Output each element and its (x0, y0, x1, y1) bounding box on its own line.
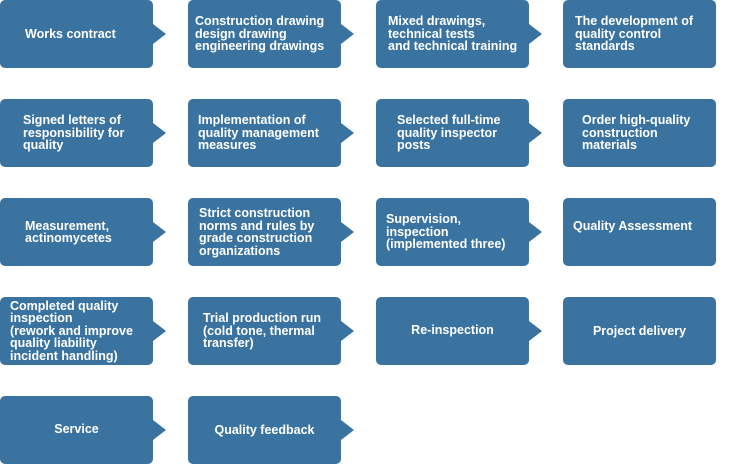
step-label: Re-inspection (411, 323, 494, 337)
right-arrow-icon (153, 24, 166, 44)
right-arrow-icon (341, 123, 354, 143)
step-service: Service (0, 396, 166, 464)
right-arrow-icon (153, 222, 166, 242)
step-box: Order high-quality construction material… (563, 99, 716, 167)
step-quality-feedback: Quality feedback (188, 396, 354, 464)
step-box: Quality feedback (188, 396, 341, 464)
step-box: Quality Assessment (563, 198, 716, 266)
right-arrow-icon (529, 321, 542, 341)
step-quality-management-measures: Implementation of quality management mea… (188, 99, 354, 167)
right-arrow-icon (341, 24, 354, 44)
step-box: Completed quality inspection (rework and… (0, 297, 153, 365)
step-label: Order high-quality construction material… (582, 113, 691, 153)
step-box: Measurement, actinomycetes (0, 198, 153, 266)
right-arrow-icon (153, 321, 166, 341)
step-measurement: Measurement, actinomycetes (0, 198, 166, 266)
step-trial-production-run: Trial production run (cold tone, thermal… (188, 297, 354, 365)
step-label: Measurement, actinomycetes (25, 218, 112, 245)
step-label: Works contract (25, 26, 116, 41)
step-mixed-drawings: Mixed drawings, technical tests and tech… (376, 0, 542, 68)
step-label: Quality feedback (214, 422, 315, 437)
step-box: Supervision, inspection (implemented thr… (376, 198, 529, 266)
step-supervision-inspection: Supervision, inspection (implemented thr… (376, 198, 542, 266)
step-signed-letters: Signed letters of responsibility for qua… (0, 99, 166, 167)
step-box: The development of quality control stand… (563, 0, 716, 68)
step-quality-assessment: Quality Assessment (563, 198, 716, 266)
right-arrow-icon (341, 321, 354, 341)
step-project-delivery: Project delivery (563, 297, 716, 365)
step-completed-quality-inspection: Completed quality inspection (rework and… (0, 297, 166, 365)
step-label: Project delivery (592, 323, 687, 338)
step-label: Completed quality inspection (rework and… (10, 298, 133, 363)
step-label: Quality Assessment (573, 219, 693, 233)
step-label: Supervision, inspection (implemented thr… (386, 212, 506, 252)
right-arrow-icon (529, 24, 542, 44)
step-label: Strict construction norms and rules by g… (199, 206, 315, 258)
step-re-inspection: Re-inspection (376, 297, 542, 365)
step-box: Implementation of quality management mea… (188, 99, 341, 167)
step-label: Service (54, 422, 99, 436)
step-label: The development of quality control stand… (575, 14, 694, 54)
step-box: Mixed drawings, technical tests and tech… (376, 0, 529, 68)
right-arrow-icon (153, 123, 166, 143)
step-label: Selected full-time quality inspector pos… (397, 113, 501, 153)
right-arrow-icon (529, 123, 542, 143)
step-box: Trial production run (cold tone, thermal… (188, 297, 341, 365)
step-box: Project delivery (563, 297, 716, 365)
step-label: Trial production run (cold tone, thermal… (203, 311, 322, 351)
step-box: Re-inspection (376, 297, 529, 365)
step-construction-materials: Order high-quality construction material… (563, 99, 716, 167)
step-quality-control-standards: The development of quality control stand… (563, 0, 716, 68)
step-box: Service (0, 396, 153, 464)
step-box: Works contract (0, 0, 153, 68)
step-label: Implementation of quality management mea… (198, 113, 319, 153)
step-box: Selected full-time quality inspector pos… (376, 99, 529, 167)
step-works-contract: Works contract (0, 0, 166, 68)
right-arrow-icon (341, 222, 354, 242)
step-box: Construction drawing design drawing engi… (188, 0, 341, 68)
right-arrow-icon (341, 420, 354, 440)
step-label: Construction drawing design drawing engi… (195, 14, 325, 54)
step-box: Signed letters of responsibility for qua… (0, 99, 153, 167)
right-arrow-icon (153, 420, 166, 440)
step-label: Signed letters of responsibility for qua… (23, 113, 125, 153)
step-box: Strict construction norms and rules by g… (188, 198, 341, 266)
step-quality-inspector-posts: Selected full-time quality inspector pos… (376, 99, 542, 167)
step-construction-drawing: Construction drawing design drawing engi… (188, 0, 354, 68)
right-arrow-icon (529, 222, 542, 242)
step-label: Mixed drawings, technical tests and tech… (388, 14, 518, 54)
step-construction-norms: Strict construction norms and rules by g… (188, 198, 354, 266)
